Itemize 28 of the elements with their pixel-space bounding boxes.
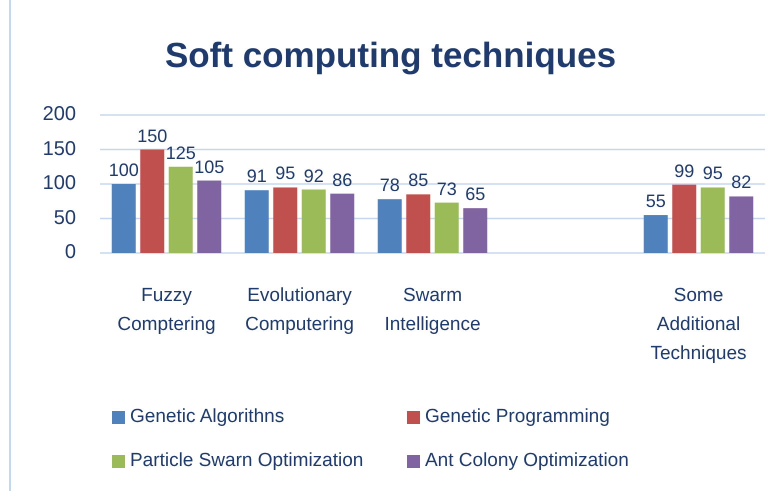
legend-label: Genetic Programming xyxy=(425,406,610,428)
category-label: Evolutionary Computering xyxy=(244,284,355,337)
category-label: Fuzzy Comptering xyxy=(116,284,217,337)
legend-label: Genetic Algorithns xyxy=(130,406,284,428)
category-label: Swarm Intelligence xyxy=(383,284,482,337)
data-label: 73 xyxy=(436,178,458,200)
data-label: 99 xyxy=(673,160,696,182)
data-label: 65 xyxy=(464,184,486,206)
legend-label: Particle Swarn Optimization xyxy=(130,450,364,472)
data-label: 82 xyxy=(730,172,752,194)
axis-tick-label: 50 xyxy=(54,206,76,230)
chart-title: Soft computing techniques xyxy=(164,36,618,76)
data-label: 85 xyxy=(407,170,430,192)
data-label: 92 xyxy=(302,166,325,187)
data-label: 95 xyxy=(702,163,724,184)
axis-tick-label: 100 xyxy=(42,172,76,195)
data-label: 95 xyxy=(274,163,296,184)
data-label: 91 xyxy=(246,166,268,188)
data-label: 78 xyxy=(378,175,401,196)
data-label: 100 xyxy=(108,160,140,181)
axis-tick-label: 0 xyxy=(64,241,76,264)
data-label: 55 xyxy=(644,191,667,212)
data-label: 86 xyxy=(331,170,354,191)
legend-label: Ant Colony Optimization xyxy=(425,450,629,472)
data-label: 105 xyxy=(194,156,226,178)
axis-tick-label: 150 xyxy=(42,138,76,160)
category-label: Some Additional Techniques xyxy=(649,284,748,366)
axis-tick-label: 200 xyxy=(42,103,76,126)
